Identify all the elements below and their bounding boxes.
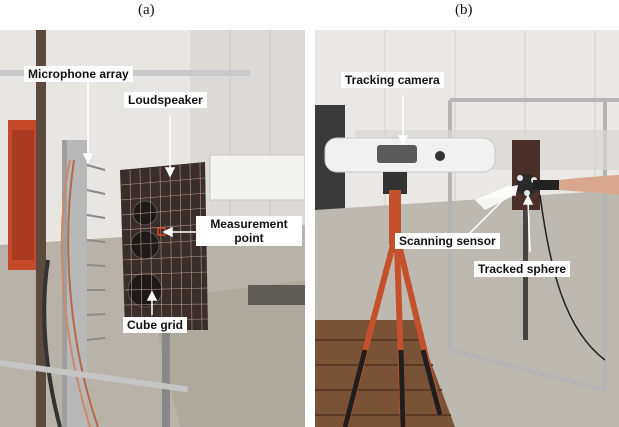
label-measurement-point-line-2: point (234, 231, 264, 245)
dark-column (36, 30, 46, 427)
tripod-head (383, 172, 407, 194)
tripod-column (389, 190, 401, 245)
operator-arm (559, 175, 619, 195)
speaker-driver-mid (130, 230, 160, 260)
label-tracking-camera: Tracking camera (341, 72, 444, 88)
annotation-arrows (397, 95, 534, 253)
lab-photo-b (315, 30, 619, 427)
annotation-arrows (82, 81, 196, 315)
label-cube-grid: Cube grid (123, 317, 187, 333)
microphones (86, 164, 106, 341)
caption-a: (a) (138, 2, 155, 18)
label-scanning-sensor: Scanning sensor (395, 233, 500, 249)
cube-grid-lines (120, 162, 209, 331)
speaker-stand (162, 330, 170, 427)
wall-shelf (209, 154, 305, 201)
photo-panel-a: Microphone array Loudspeaker Measurement… (0, 30, 305, 427)
black-cable (42, 259, 62, 427)
caption-b: (b) (455, 2, 473, 18)
microphone-array-frame (65, 140, 87, 427)
label-measurement-point-line-1: Measurement (210, 217, 288, 231)
label-microphone-array: Microphone array (24, 66, 133, 82)
scanning-sensor (533, 180, 559, 190)
label-tracked-sphere: Tracked sphere (474, 261, 571, 277)
label-measurement-point: Measurement point (196, 216, 302, 246)
label-loudspeaker: Loudspeaker (124, 92, 207, 108)
photo-panel-b: Tracking camera Scanning sensor Tracked … (315, 30, 619, 427)
